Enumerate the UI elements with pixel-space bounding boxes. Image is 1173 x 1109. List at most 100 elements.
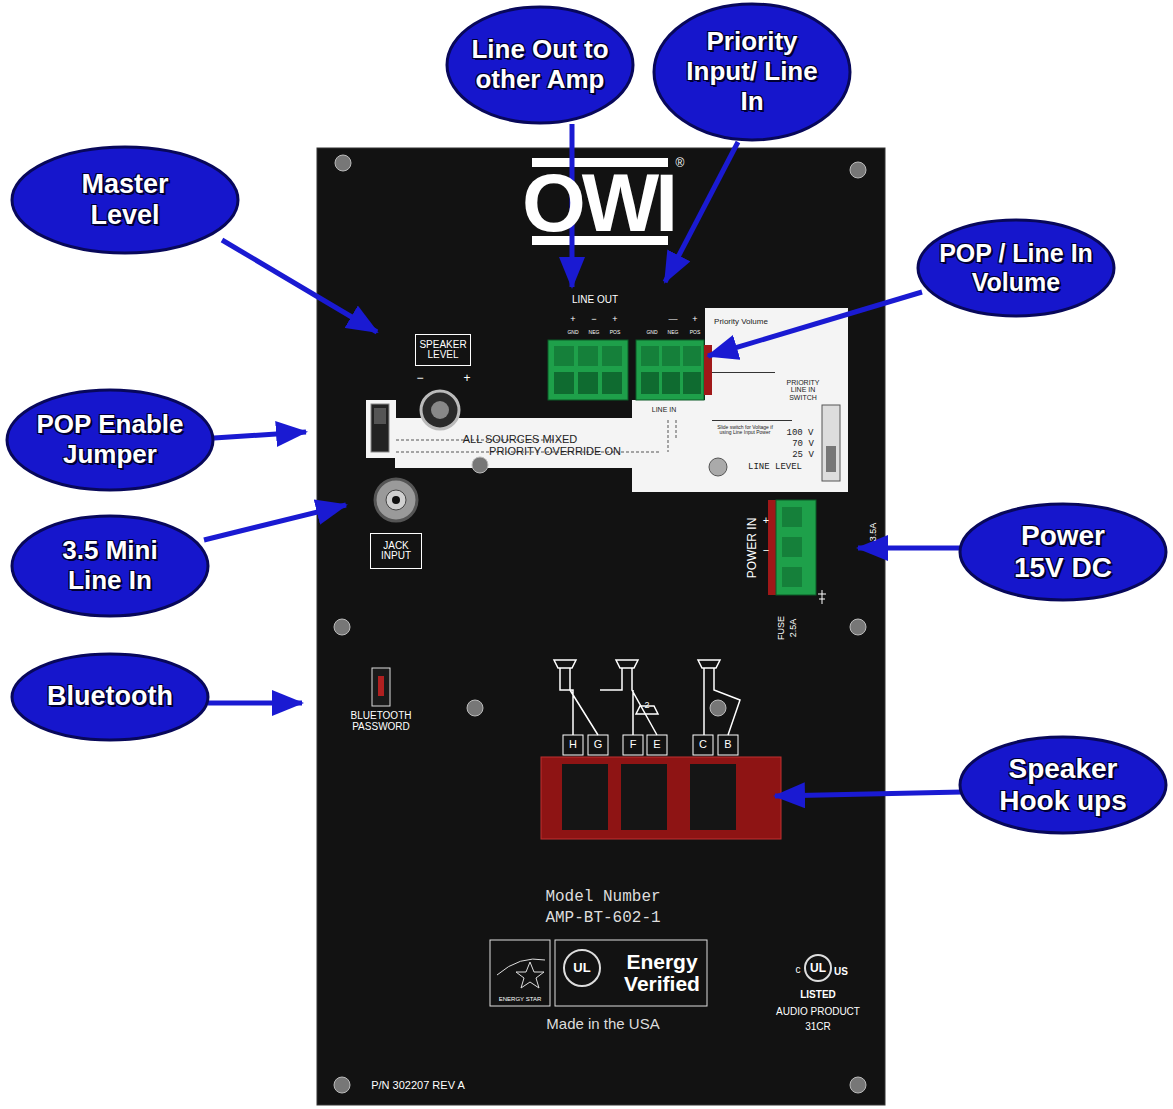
panel-marking: NEG xyxy=(668,330,679,335)
terminal-screw xyxy=(602,346,622,366)
callout-ellipse: Speaker Hook ups xyxy=(958,735,1168,835)
screw xyxy=(850,162,866,178)
panel-marking: 25 V xyxy=(792,451,814,460)
brand-logo: OWI xyxy=(522,162,674,244)
panel-marking: Made in the USA xyxy=(546,1016,659,1032)
panel-marking: Energy Verified xyxy=(616,951,708,995)
callout-text: Bluetooth xyxy=(47,681,173,712)
terminal-screw xyxy=(662,346,680,366)
ul-energy-logo xyxy=(555,940,707,1006)
panel-marking: PRIORITY LINE IN SWITCH xyxy=(778,379,828,401)
leader-arrow xyxy=(208,701,302,706)
callout-ellipse: Master Level xyxy=(10,145,240,255)
panel-marking: Priority Volume xyxy=(714,318,768,326)
callout-text: Power 15V DC xyxy=(998,520,1128,584)
panel-label-box: JACK INPUT xyxy=(370,533,422,569)
panel-marking: + xyxy=(612,315,617,324)
jack-hole xyxy=(392,496,400,504)
jack-socket xyxy=(375,479,417,521)
jack-socket-ring xyxy=(386,490,406,510)
ellipse-shape xyxy=(447,7,633,123)
level-knob-center xyxy=(431,401,449,419)
letter-box xyxy=(623,735,643,755)
panel-marking: 70 V xyxy=(792,440,814,449)
priority-switch xyxy=(822,405,840,481)
panel-marking: UL xyxy=(810,962,826,975)
ellipse-shape xyxy=(12,516,208,616)
terminal-letter-boxes xyxy=(563,735,738,755)
callout-text: Priority Input/ Line In xyxy=(677,27,827,117)
amp-panel xyxy=(317,148,885,1105)
ul-circle xyxy=(805,955,831,981)
panel-marking: Model Number xyxy=(545,889,660,906)
callout-text: Master Level xyxy=(65,169,185,231)
terminal-tab xyxy=(704,345,712,395)
terminal-screw xyxy=(782,537,802,557)
callout-text: Speaker Hook ups xyxy=(993,753,1133,817)
panel-marking: POS xyxy=(690,330,701,335)
screw xyxy=(334,1077,350,1093)
screw xyxy=(710,700,726,716)
terminal-screw xyxy=(683,346,701,366)
leader-arrow xyxy=(775,792,962,796)
plate-line xyxy=(705,372,775,373)
callout-text: Line Out to other Amp xyxy=(450,35,630,95)
panel-label-text: SPEAKER LEVEL xyxy=(417,340,469,361)
screw xyxy=(467,700,483,716)
terminal-screw xyxy=(641,346,659,366)
terminal-screw xyxy=(578,346,598,366)
terminal-screw xyxy=(554,346,574,366)
bluetooth-button xyxy=(372,668,390,706)
panel-marking: + xyxy=(570,315,575,324)
panel-marking: 100 V xyxy=(786,429,813,438)
callout-arrows xyxy=(204,124,962,796)
leader-arrow xyxy=(214,432,306,438)
power-terminal xyxy=(776,500,816,595)
ellipse-shape xyxy=(12,147,238,253)
energy-star-mark xyxy=(497,959,545,988)
panel-marking: — xyxy=(669,315,678,324)
panel-marking: ENERGY STAR xyxy=(499,996,541,1002)
panel-marking: 31CR xyxy=(805,1022,831,1033)
callout-ellipse: POP / Line In Volume xyxy=(916,218,1116,318)
letter-box xyxy=(563,735,583,755)
jumper-cap xyxy=(374,408,386,424)
panel-marking: c xyxy=(796,965,801,976)
panel-marking: LISTED xyxy=(800,990,836,1001)
leader-arrow xyxy=(708,292,922,356)
jumper-header xyxy=(371,404,389,452)
callout-ellipse: Line Out to other Amp xyxy=(445,5,635,125)
switch-slider xyxy=(826,446,836,472)
panel-marking: LINE LEVEL xyxy=(748,463,802,472)
panel-marking: US xyxy=(834,967,848,978)
panel-marking: + xyxy=(763,515,769,527)
speaker-connector-strip xyxy=(541,757,781,839)
callout-text: POP / Line In Volume xyxy=(924,239,1109,297)
panel-marking: 2.5A xyxy=(789,619,798,638)
leader-arrow xyxy=(858,546,962,551)
panel-marking: LINE OUT xyxy=(572,295,618,306)
panel-marking: + xyxy=(463,372,470,385)
letter-box xyxy=(647,735,667,755)
terminal-screw xyxy=(782,507,802,527)
panel-marking: − xyxy=(591,315,596,324)
terminal-block xyxy=(636,340,704,400)
screw xyxy=(472,457,488,473)
screw xyxy=(335,155,351,171)
panel-marking: Slide switch for Voltage if using Line I… xyxy=(714,425,776,436)
terminal-slot xyxy=(662,372,680,394)
letter-box xyxy=(693,735,713,755)
ellipse-shape xyxy=(960,737,1166,833)
letter-box xyxy=(588,735,608,755)
panel-marking: POS xyxy=(610,330,621,335)
panel-marking: PRIORITY OVERRIDE ON xyxy=(489,446,621,458)
ground-mark xyxy=(818,590,826,604)
panel-label-text: JACK INPUT xyxy=(372,541,420,562)
bluetooth-led xyxy=(378,676,384,696)
ellipse-shape xyxy=(654,4,850,140)
screw xyxy=(334,619,350,635)
terminal-block xyxy=(548,340,628,400)
energy-star-logo xyxy=(490,940,550,1006)
